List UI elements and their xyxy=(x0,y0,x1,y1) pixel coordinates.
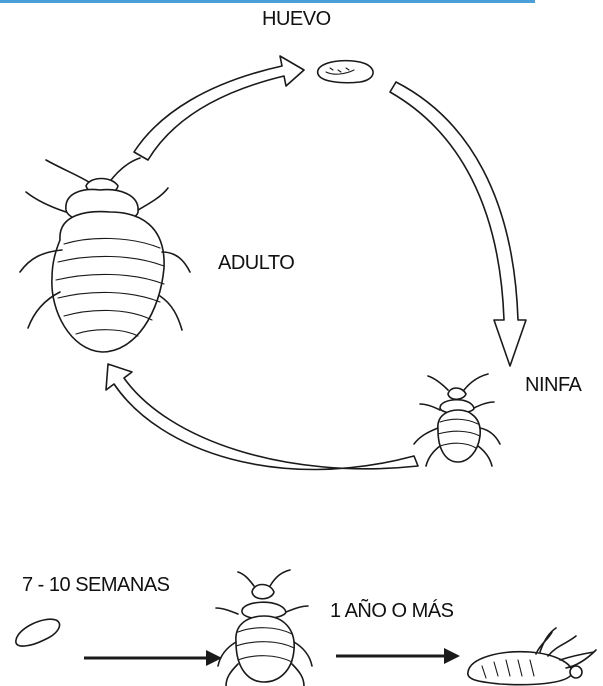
nymph-stage-label: NINFA xyxy=(525,374,582,396)
timeline-duration-year-label: 1 AÑO O MÁS xyxy=(330,600,454,622)
timeline-egg-icon xyxy=(15,618,61,647)
cycle-arrow-nymph-to-adult xyxy=(105,363,419,471)
top-accent-bar xyxy=(0,0,535,3)
bedbug-nymph-icon xyxy=(413,373,501,467)
bedbug-adult-icon xyxy=(19,157,191,353)
cycle-arrow-adult-to-egg xyxy=(133,55,305,161)
timeline-bedbug-icon xyxy=(215,569,313,686)
cycle-arrow-egg-to-nymph xyxy=(389,81,527,367)
egg-icon xyxy=(317,59,374,84)
egg-stage-label: HUEVO xyxy=(262,8,331,30)
adult-stage-label: ADULTO xyxy=(218,252,295,274)
timeline-arrow-1 xyxy=(84,650,222,666)
timeline-arrow-2 xyxy=(336,648,460,664)
timeline-duration-weeks-label: 7 - 10 SEMANAS xyxy=(22,574,170,596)
dead-bedbug-icon xyxy=(467,627,597,686)
